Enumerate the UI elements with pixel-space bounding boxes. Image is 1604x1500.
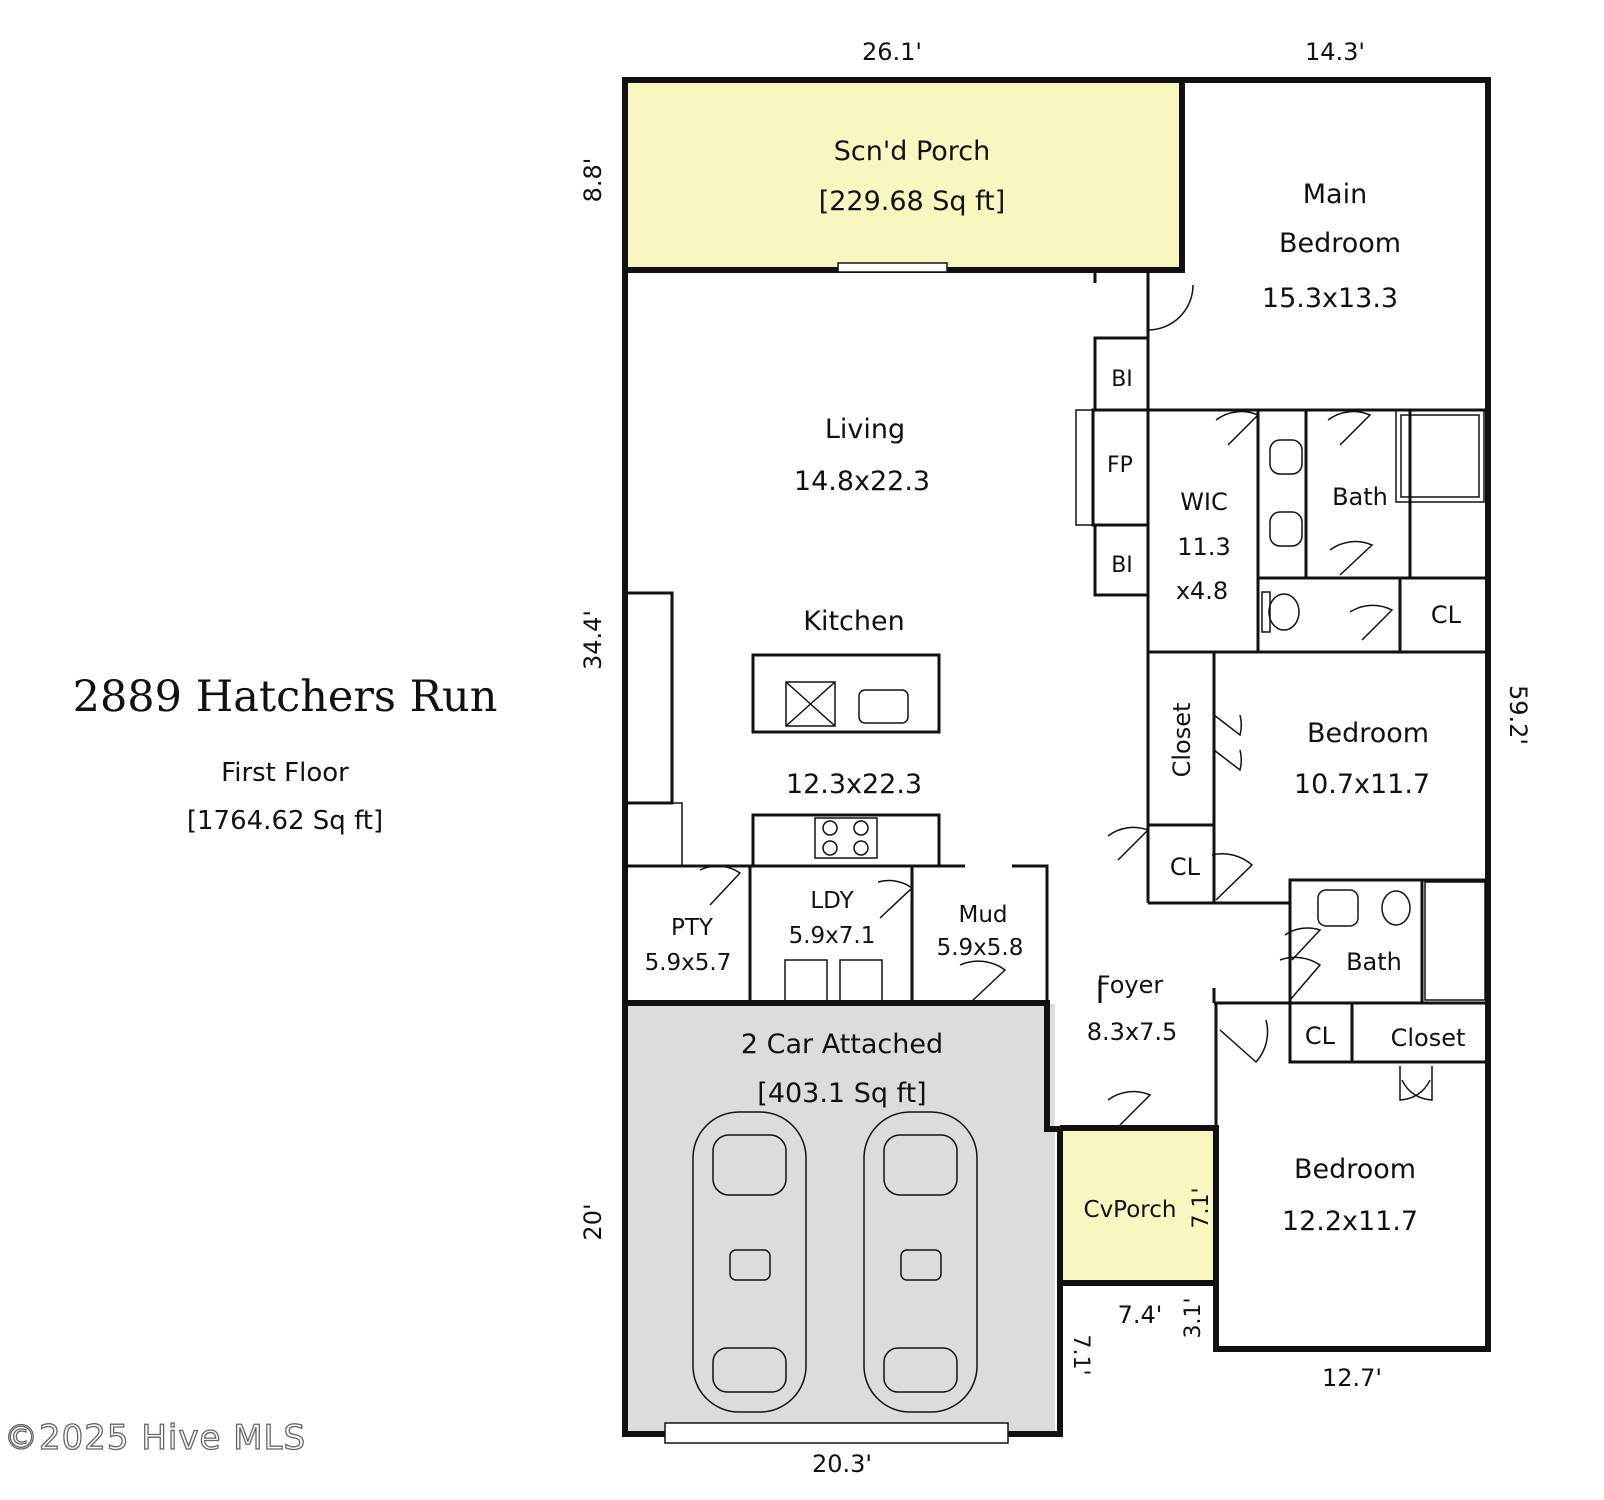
bath2-label: Bath — [1346, 948, 1402, 976]
dim-left-main: 34.4' — [579, 610, 607, 670]
dim-right-total: 59.2' — [1504, 685, 1532, 745]
dim-left-garage: 20' — [579, 1203, 607, 1240]
pantry-cabinet — [623, 591, 674, 805]
bi-bottom-label: BI — [1111, 553, 1133, 578]
ldy-label: LDY — [810, 888, 854, 914]
range-counter — [751, 813, 941, 868]
dim-bottom-garage: 20.3' — [812, 1450, 872, 1478]
foyer-size: 8.3x7.5 — [1087, 1018, 1178, 1046]
tub — [1395, 409, 1485, 503]
dishwasher-cross — [785, 681, 836, 727]
bedroom2-size: 10.7x11.7 — [1294, 769, 1430, 800]
main-bedroom-label-2: Bedroom — [1279, 228, 1401, 259]
wic-size-2: x4.8 — [1176, 577, 1228, 605]
cl-bed2-label: CL — [1170, 853, 1201, 881]
cooktop — [814, 817, 878, 859]
floor-area: [1764.62 Sq ft] — [186, 806, 384, 836]
floor-label: First Floor — [221, 758, 349, 788]
shower — [1424, 881, 1486, 1001]
car-icon — [863, 1111, 978, 1413]
closet-bed2-label: Closet — [1168, 703, 1196, 778]
garage-label: 2 Car Attached — [741, 1029, 943, 1060]
mud-size: 5.9x5.8 — [937, 935, 1024, 961]
cl-main-label: CL — [1431, 601, 1462, 629]
pty-size: 5.9x5.7 — [645, 950, 732, 976]
car-icon — [692, 1111, 807, 1413]
garage-fill — [625, 1004, 1055, 1433]
burner — [822, 840, 838, 856]
island-sink — [858, 689, 909, 724]
main-bedroom-label: Main — [1303, 179, 1367, 210]
dim-left-porch: 8.8' — [579, 158, 607, 203]
closet-bed3-label: Closet — [1391, 1024, 1466, 1052]
tub-inner — [1400, 414, 1480, 498]
burner — [822, 820, 838, 836]
porch-slider-door — [837, 262, 948, 273]
main-bedroom-size: 15.3x13.3 — [1262, 283, 1398, 314]
garage-area: [403.1 Sq ft] — [757, 1078, 926, 1109]
fridge — [624, 802, 683, 867]
sink — [1269, 439, 1303, 475]
burner — [853, 820, 869, 836]
fp-label: FP — [1107, 453, 1133, 478]
garage-wall — [625, 1000, 1063, 1283]
dim-bottom-bedroom: 12.7' — [1322, 1364, 1382, 1392]
cvporch-label: CvPorch — [1084, 1197, 1177, 1223]
ldy-size: 5.9x7.1 — [789, 923, 876, 949]
foyer-label: Foyer — [1097, 971, 1164, 999]
burner — [853, 840, 869, 856]
cl-bed3-label: CL — [1305, 1022, 1336, 1050]
property-title: 2889 Hatchers Run — [72, 672, 498, 722]
pty-label: PTY — [671, 915, 714, 941]
porch-label: Scn'd Porch — [834, 136, 991, 167]
dim-top-right: 14.3' — [1305, 38, 1365, 66]
dim-cvporch-height: 7.1' — [1189, 1187, 1214, 1228]
kitchen-size: 12.3x22.3 — [786, 769, 922, 800]
fireplace-hearth — [1075, 409, 1094, 526]
porch-wall — [625, 80, 1185, 273]
kitchen-label: Kitchen — [803, 606, 904, 637]
wic-label: WIC — [1180, 488, 1228, 516]
dim-step-a: 3.1' — [1181, 1297, 1206, 1338]
porch-fill — [625, 82, 1182, 271]
washer — [784, 959, 828, 1004]
bedroom3-label: Bedroom — [1294, 1154, 1416, 1185]
sink — [1317, 889, 1359, 927]
kitchen-island — [751, 653, 941, 734]
porch-area: [229.68 Sq ft] — [819, 186, 1006, 217]
dim-cvporch-width: 7.4' — [1118, 1301, 1163, 1329]
living-size: 14.8x22.3 — [794, 466, 930, 497]
toilet-tank — [1261, 591, 1271, 633]
main-bath-label: Bath — [1332, 483, 1388, 511]
garage-door — [664, 1422, 1009, 1444]
watermark: ©2025 Hive MLS — [3, 1417, 307, 1458]
dim-top-left: 26.1' — [862, 38, 922, 66]
bi-top-label: BI — [1111, 367, 1133, 392]
door-swings — [699, 284, 1433, 1126]
living-label: Living — [825, 414, 905, 445]
bedroom2-label: Bedroom — [1307, 718, 1429, 749]
dishwasher — [785, 681, 836, 727]
wic-size: 11.3 — [1177, 533, 1230, 561]
dryer — [839, 959, 883, 1004]
dim-step-b: 7.1' — [1068, 1334, 1093, 1375]
cvporch-fill — [1060, 1131, 1216, 1286]
bedroom3-size: 12.2x11.7 — [1282, 1206, 1418, 1237]
toilet — [1381, 890, 1411, 926]
toilet — [1268, 593, 1300, 631]
sink — [1269, 511, 1303, 547]
mud-label: Mud — [958, 902, 1007, 928]
